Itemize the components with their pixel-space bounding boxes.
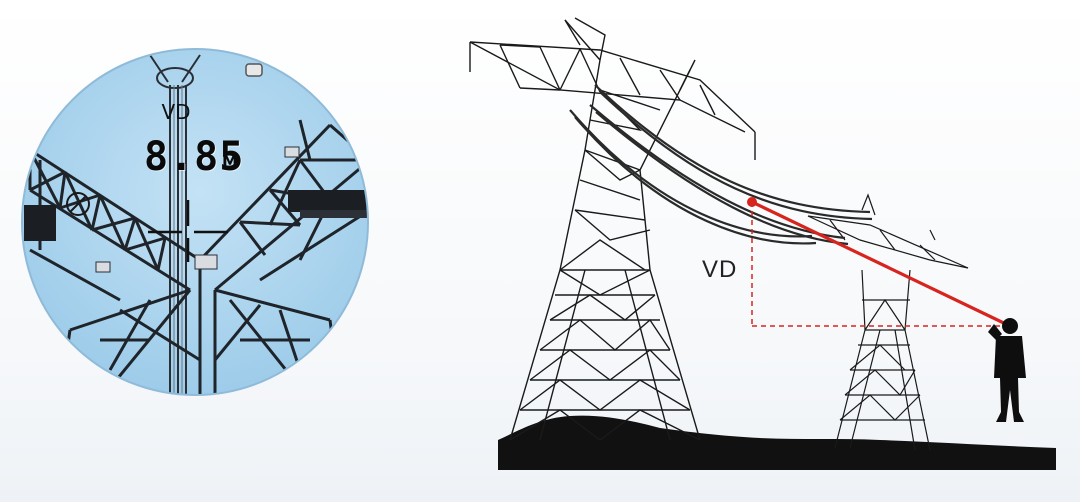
- power-lines: [569, 84, 873, 246]
- vertical-distance-guides: [751, 202, 1010, 327]
- ground-terrain: [498, 415, 1056, 470]
- scope-crossarm-bar: [300, 210, 368, 218]
- scope-mode-label: VD: [161, 100, 191, 124]
- vertical-distance-diagram: [469, 17, 1056, 470]
- rangefinder-scope-view: [21, 48, 369, 396]
- distance-unit: M: [222, 152, 238, 171]
- target-reticle-icon: [66, 192, 90, 216]
- large-transmission-tower: [469, 17, 756, 441]
- distance-reading: 8.85: [144, 134, 245, 180]
- laser-beam: [751, 200, 1011, 328]
- small-transmission-tower: [807, 193, 969, 451]
- scope-crossarm-plate-left: [24, 205, 56, 241]
- insulator-fitting: [245, 63, 263, 77]
- scope-rim: [21, 48, 369, 396]
- scope-gusset-plates: [95, 146, 300, 273]
- laser-target-point: [747, 197, 757, 207]
- observer-silhouette: [988, 318, 1026, 422]
- scope-crossarm-plate-right: [288, 190, 368, 212]
- vd-diagram-label: VD: [702, 256, 738, 283]
- crosshair-icon: [148, 200, 228, 262]
